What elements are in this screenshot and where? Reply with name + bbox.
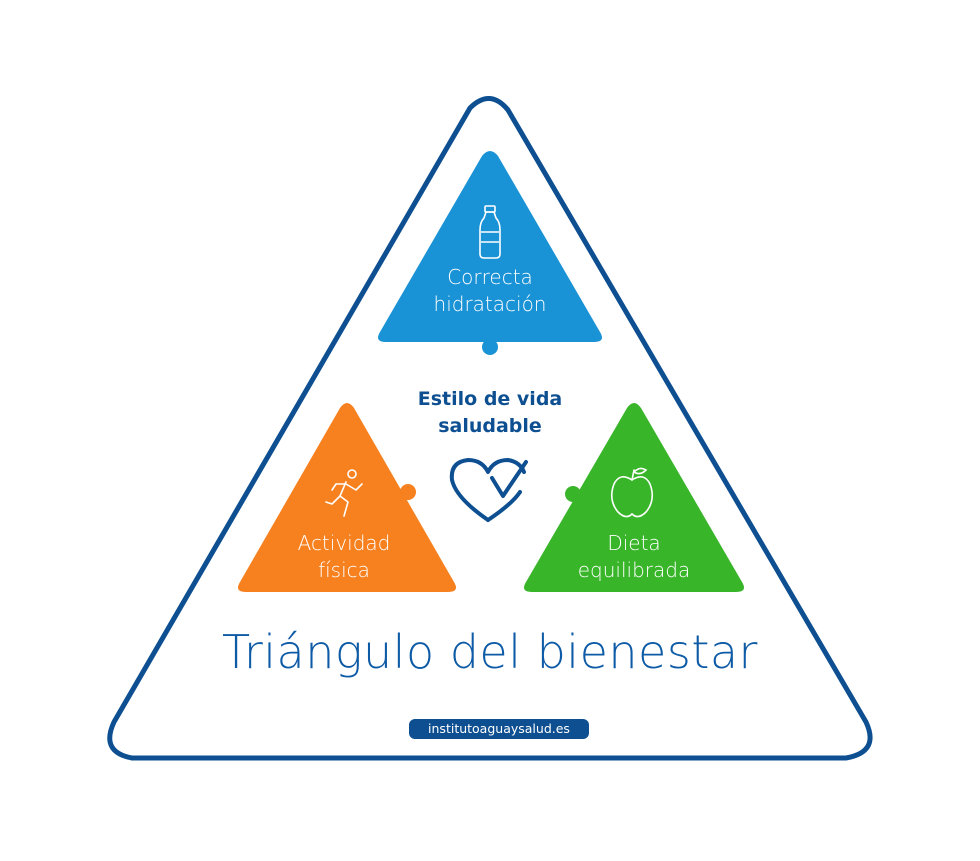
- activity-label-line2: física: [318, 558, 370, 582]
- website-url[interactable]: institutoaguaysalud.es: [409, 719, 589, 739]
- apple-icon: [610, 467, 654, 518]
- outer-triangle: [107, 96, 873, 761]
- diet-label-line2: equilibrada: [577, 558, 691, 582]
- diagram-title: Triángulo del bienestar: [222, 625, 758, 679]
- activity-label: Actividad física: [244, 530, 444, 584]
- heart-check-icon: [449, 458, 528, 522]
- activity-triangle: [238, 403, 456, 592]
- bottle-icon: [479, 205, 501, 259]
- center-label-line2: saludable: [438, 415, 542, 437]
- center-label-line1: Estilo de vida: [417, 388, 563, 410]
- activity-label-line1: Actividad: [297, 531, 391, 555]
- diet-label: Dieta equilibrada: [534, 530, 734, 584]
- hydration-triangle: [378, 151, 602, 355]
- runner-icon: [325, 469, 363, 517]
- hydration-label: Correcta hidratación: [390, 264, 590, 318]
- diet-triangle: [524, 403, 744, 592]
- hydration-label-line2: hidratación: [433, 292, 547, 316]
- center-label: Estilo de vida saludable: [390, 386, 590, 440]
- diet-label-line1: Dieta: [607, 531, 661, 555]
- hydration-label-line1: Correcta: [447, 265, 533, 289]
